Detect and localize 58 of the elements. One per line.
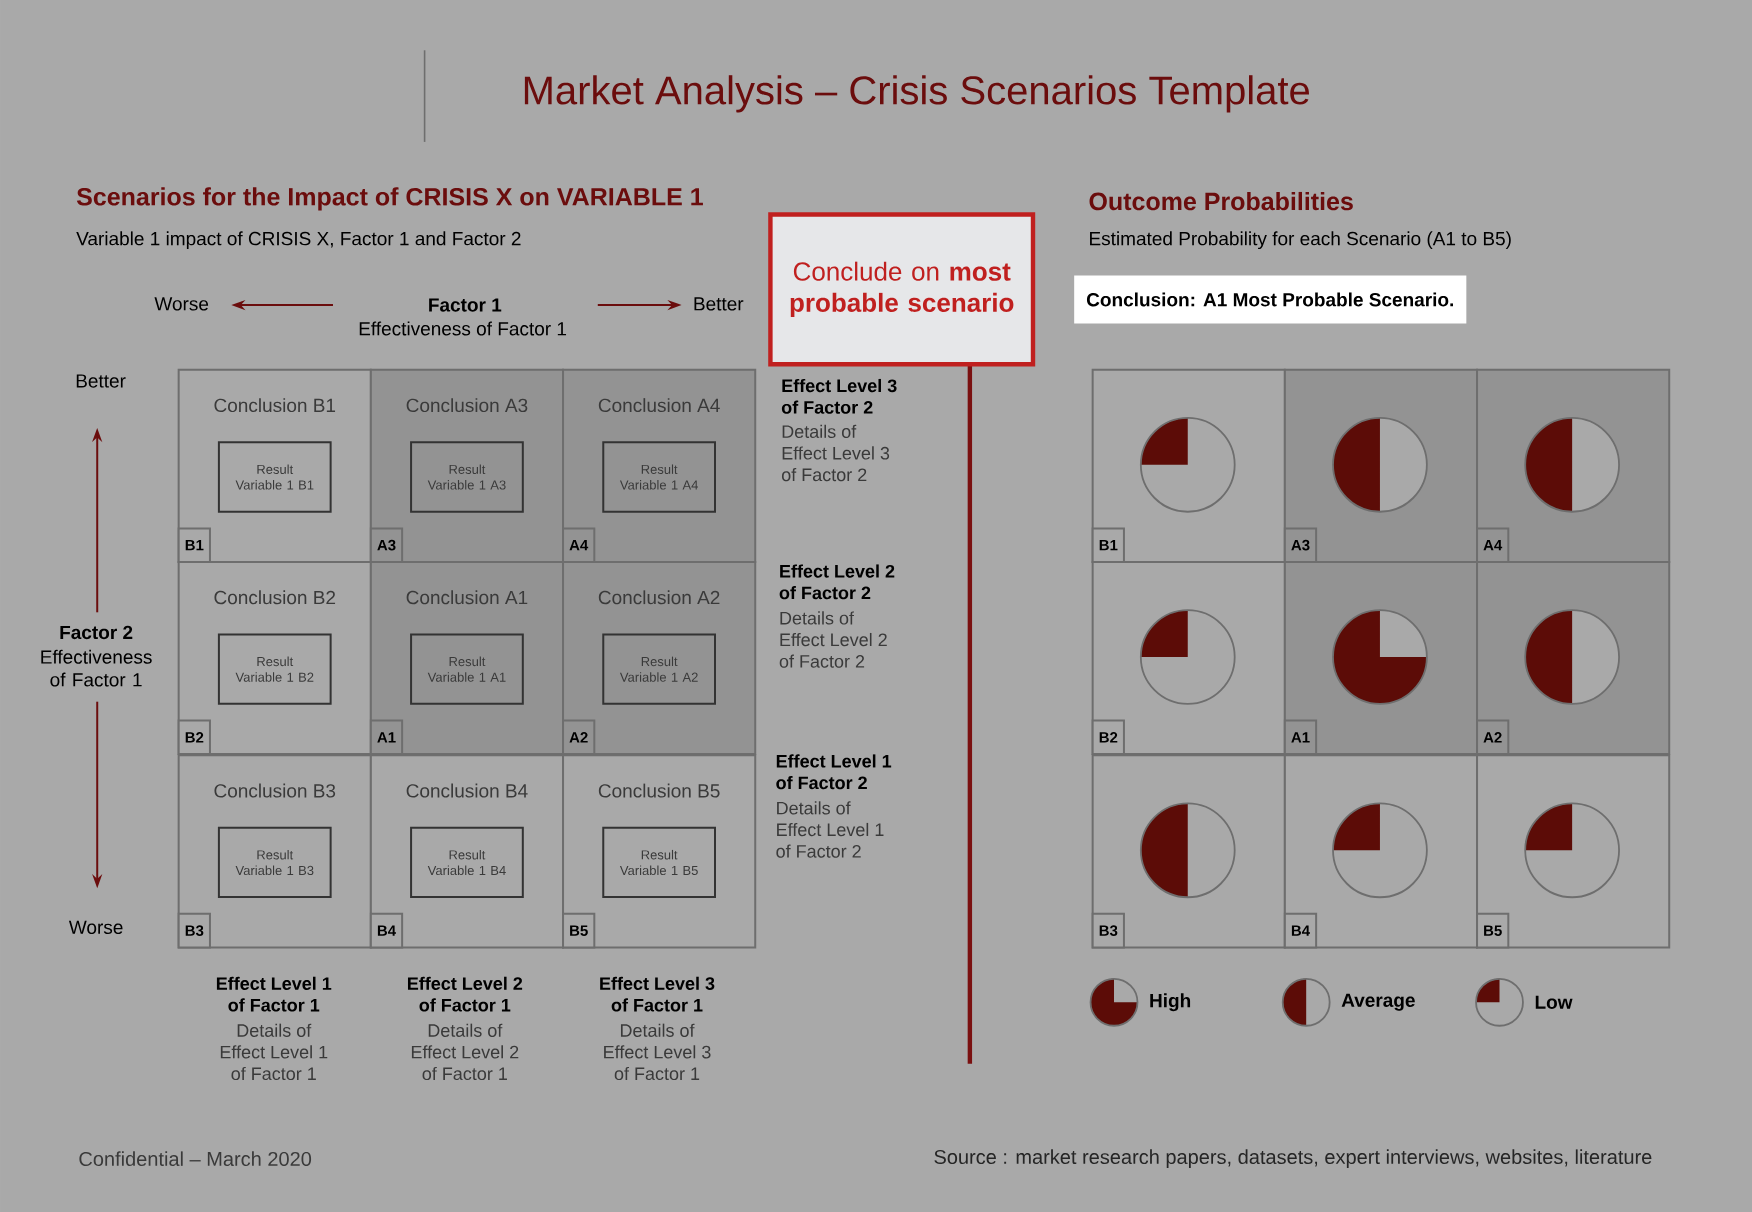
level-details: Details of Effect Level 3 of Factor 2: [781, 424, 890, 482]
result-box: Result Variable 1 B2: [217, 633, 332, 705]
section-heading: Outcome Probabilities: [1089, 191, 1353, 211]
result-box: Result Variable 1 A4: [602, 441, 716, 513]
level-details: Details of Effect Level 1 of Factor 1: [220, 1023, 328, 1080]
level-heading: Effect Level 1 of Factor 1: [216, 976, 332, 1012]
cell-tag: A4: [1476, 527, 1510, 563]
level-heading: Effect Level 3 of Factor 1: [600, 976, 715, 1012]
factor-label: Factor 2: [60, 625, 133, 639]
cell-tag: A4: [562, 527, 596, 563]
result-box: Result Variable 1 A2: [602, 633, 716, 705]
level-details: Details of Effect Level 1 of Factor 2: [776, 801, 884, 858]
result-box: Result Variable 1 B1: [217, 441, 332, 513]
level-heading: Effect Level 1 of Factor 2: [776, 754, 892, 790]
subtitle: Variable 1 impact of CRISIS X, Factor 1 and Factor 2: [76, 231, 521, 249]
level-details: Details of Effect Level 2 of Factor 1: [411, 1023, 519, 1080]
result-box: Result Variable 1 B4: [410, 826, 524, 898]
result-box: Result Variable 1 A3: [410, 441, 524, 513]
cell-tag: B3: [1091, 912, 1125, 949]
axis-label: Better: [694, 297, 744, 311]
axis-label: Effectiveness of Factor 1: [359, 321, 567, 336]
result-box: Result Variable 1 B3: [217, 826, 332, 898]
level-details: Details of Effect Level 2 of Factor 2: [779, 611, 887, 668]
cell-tag: A1: [1283, 719, 1318, 755]
cell-tag: B2: [1091, 719, 1125, 755]
callout-box: Conclude on most probable scenario: [768, 212, 1036, 367]
axis-label: Worse: [154, 297, 209, 311]
level-heading: Effect Level 2 of Factor 2: [779, 564, 895, 600]
level-heading: Effect Level 2 of Factor 1: [408, 976, 523, 1012]
axis-label: Better: [76, 374, 126, 388]
cell-tag: A3: [1283, 527, 1318, 563]
result-box: Result Variable 1 A1: [410, 633, 524, 705]
cell-tag: A2: [1476, 719, 1510, 755]
legend-label: High: [1150, 993, 1191, 1011]
main-title: Market Analysis – Crisis Scenarios Template: [524, 75, 1309, 113]
section-heading: Scenarios for the Impact of CRISIS X on VARIABLE 1: [76, 187, 703, 211]
cell-tag: B4: [369, 912, 404, 949]
subtitle: Estimated Probability for each Scenario (A1 to B5): [1090, 231, 1511, 249]
cell-tag: A3: [369, 527, 404, 563]
footer-note: Confidential – March 2020: [79, 1151, 312, 1166]
cell-tag: B2: [177, 719, 211, 755]
cell-tag: B3: [177, 912, 211, 949]
source-note: Source : market research papers, datasets, expert interviews, websites, literature: [934, 1149, 1652, 1168]
cell-tag: A2: [562, 719, 596, 755]
cell-tag: B5: [1476, 912, 1510, 949]
cell-tag: B5: [562, 912, 596, 949]
factor-label: Factor 1: [429, 298, 502, 312]
legend-label: Average: [1341, 993, 1415, 1011]
cell-tag: B4: [1283, 912, 1318, 949]
cell-tag: B1: [1091, 527, 1125, 563]
factor-description: Effectiveness of Factor 1: [41, 649, 152, 687]
cell-tag: A1: [369, 719, 404, 755]
legend-label: Low: [1535, 995, 1573, 1009]
axis-label: Worse: [68, 920, 123, 934]
result-box: Result Variable 1 B5: [602, 826, 716, 898]
conclusion-box: Conclusion: A1 Most Probable Scenario.: [1074, 275, 1467, 324]
cell-tag: B1: [177, 527, 211, 563]
level-details: Details of Effect Level 3 of Factor 1: [604, 1023, 711, 1080]
